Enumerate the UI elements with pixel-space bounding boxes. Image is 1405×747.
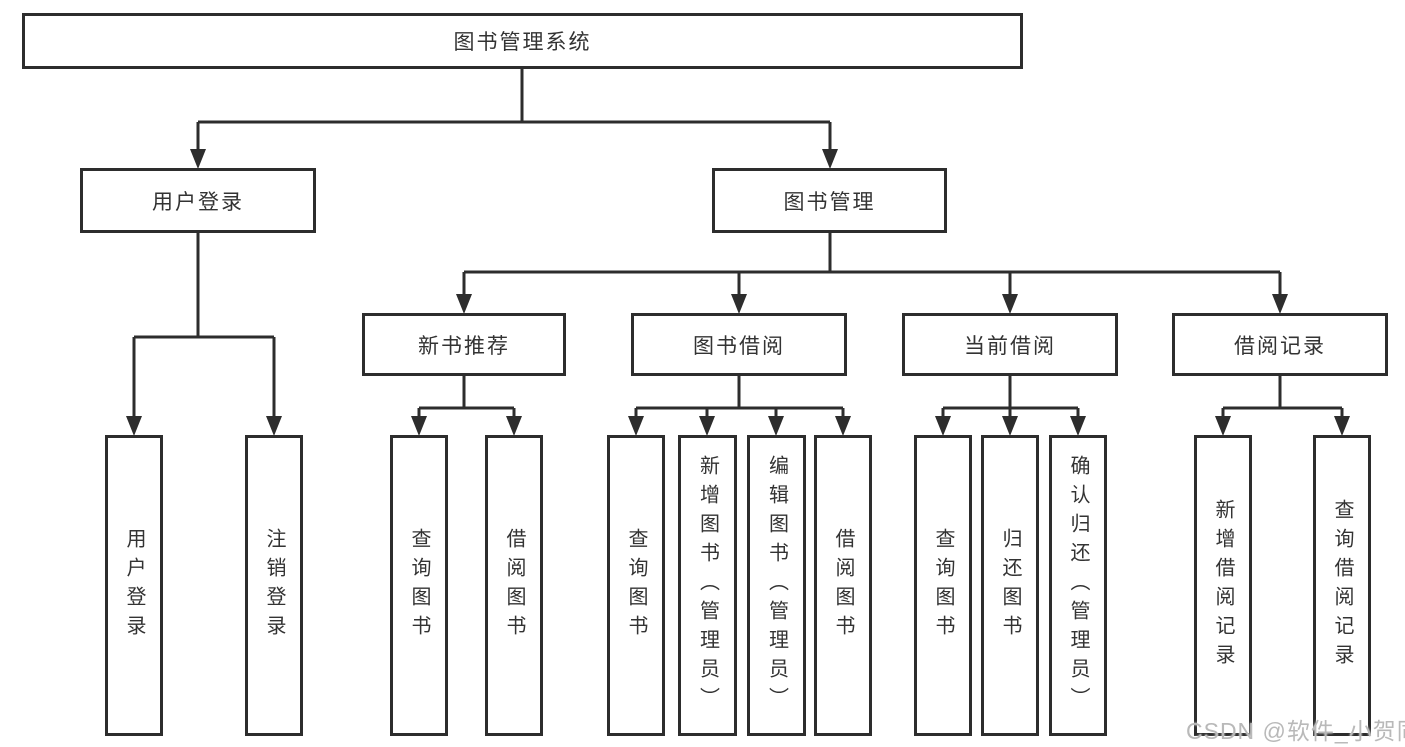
node-book-borrow: 图书借阅 xyxy=(631,313,847,376)
tree-branch-lines xyxy=(134,68,1342,410)
node-user-login: 用户登录 xyxy=(80,168,316,233)
node-return-books: 归还图书 xyxy=(981,435,1039,736)
node-borrow-books: 借阅图书 xyxy=(814,435,872,736)
node-root: 图书管理系统 xyxy=(22,13,1023,69)
node-recommend-borrow-books: 借阅图书 xyxy=(485,435,543,736)
node-current-query-books: 查询图书 xyxy=(914,435,972,736)
node-query-borrow-record: 查询借阅记录 xyxy=(1313,435,1371,736)
node-borrow-records: 借阅记录 xyxy=(1172,313,1388,376)
node-recommend-query-books: 查询图书 xyxy=(390,435,448,736)
node-logout-leaf: 注销登录 xyxy=(245,435,303,736)
node-edit-books-admin: 编辑图书（管理员） xyxy=(747,435,806,736)
node-confirm-return-admin: 确认归还（管理员） xyxy=(1049,435,1107,736)
node-new-book-recommend: 新书推荐 xyxy=(362,313,566,376)
node-user-login-leaf: 用户登录 xyxy=(105,435,163,736)
node-current-borrow: 当前借阅 xyxy=(902,313,1118,376)
node-add-borrow-record: 新增借阅记录 xyxy=(1194,435,1252,736)
node-borrow-query-books: 查询图书 xyxy=(607,435,665,736)
node-book-management: 图书管理 xyxy=(712,168,947,233)
node-add-books-admin: 新增图书（管理员） xyxy=(678,435,737,736)
arrowheads xyxy=(126,122,1350,436)
